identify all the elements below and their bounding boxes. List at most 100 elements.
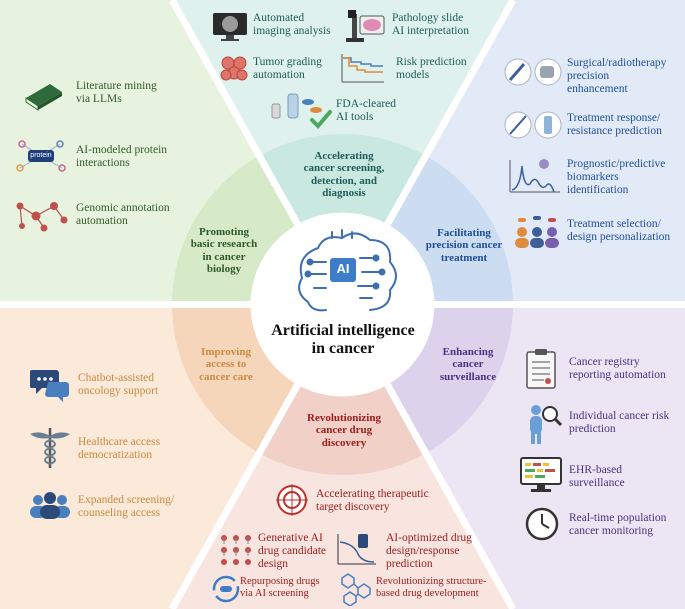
clock-icon <box>525 507 559 541</box>
header-line: basic research <box>190 238 258 251</box>
item-line: EHR-based <box>569 464 623 476</box>
fda-tools-icon <box>271 93 332 129</box>
item-literature-mining: Literature mining via LLMs <box>76 80 157 106</box>
ehr-monitor-icon <box>520 457 562 492</box>
header-screening: Accelerating cancer screening, detection… <box>290 150 398 199</box>
header-line: Accelerating <box>314 150 374 162</box>
header-line: cancer drug <box>315 424 373 437</box>
repurposing-icon <box>212 575 240 603</box>
item-risk-prediction: Risk prediction models <box>396 56 467 82</box>
header-surveillance: Enhancing cancer surveillance <box>426 346 510 383</box>
item-realtime-monitoring: Real-time population cancer monitoring <box>569 512 666 538</box>
item-line: prediction <box>386 557 433 570</box>
item-line: Surgical/radiotherapy <box>567 57 667 69</box>
item-surgical-precision: Surgical/radiotherapy precision enhancem… <box>567 57 666 96</box>
item-expanded-screening: Expanded screening/ counseling access <box>78 494 174 520</box>
item-line: Pathology slide <box>392 12 464 24</box>
header-access: Improving access to cancer care <box>182 346 270 383</box>
treatment-response-icon <box>504 111 562 139</box>
item-line: via LLMs <box>76 92 122 105</box>
biomarker-peaks-icon <box>509 159 560 193</box>
item-tumor-grading: Tumor grading automation <box>253 56 322 82</box>
item-line: Risk prediction <box>396 56 467 68</box>
microscope-icon <box>346 10 385 42</box>
people-group-icon <box>30 492 70 519</box>
item-genomic-annotation: Genomic annotation automation <box>76 202 170 228</box>
header-line: diagnosis <box>322 186 366 199</box>
ai-chip-label: AI <box>336 261 350 276</box>
protein-network-icon <box>16 140 66 172</box>
structure-icon <box>341 573 371 606</box>
item-line: Expanded screening/ <box>78 494 175 506</box>
item-line: imaging analysis <box>253 24 331 37</box>
item-line: democratization <box>78 448 153 461</box>
header-line: treatment <box>440 251 488 264</box>
item-target-discovery: Accelerating therapeutic target discover… <box>316 488 429 514</box>
header-line: precision cancer <box>425 239 503 252</box>
item-line: cancer monitoring <box>569 524 653 537</box>
header-drug-discovery: Revolutionizing cancer drug discovery <box>294 412 394 449</box>
header-basic-research: Promoting basic research in cancer biolo… <box>178 226 270 275</box>
item-fda-cleared: FDA-cleared AI tools <box>336 98 396 124</box>
center-title-line2: in cancer <box>311 339 375 357</box>
ai-brain-circuit-icon <box>298 229 397 312</box>
item-line: drug candidate <box>258 544 327 557</box>
item-line: design/response <box>386 544 460 557</box>
item-line: via AI screening <box>240 587 309 599</box>
drug-response-icon <box>337 534 376 565</box>
header-line: Enhancing <box>442 346 494 358</box>
header-line: biology <box>206 262 242 275</box>
item-line: reporting automation <box>569 368 666 381</box>
header-line: Facilitating <box>437 227 491 239</box>
item-line: identification <box>567 183 629 196</box>
item-line: Treatment selection/ <box>567 218 661 230</box>
item-line: Healthcare access <box>78 436 161 448</box>
item-line: Real-time population <box>569 512 667 524</box>
item-individual-risk: Individual cancer risk prediction <box>569 410 669 436</box>
item-line: automation <box>253 68 305 81</box>
target-icon <box>276 484 308 516</box>
item-biomarkers: Prognostic/predictive biomarkers identif… <box>567 158 665 197</box>
item-line: Individual cancer risk <box>569 410 670 422</box>
item-line: models <box>396 68 430 81</box>
genome-network-icon <box>16 202 68 232</box>
item-line: design personalization <box>567 230 671 243</box>
item-line: counseling access <box>78 506 161 519</box>
item-line: surveillance <box>569 476 625 489</box>
item-structure-based: Revolutionizing structure- based drug de… <box>376 576 487 600</box>
item-line: biomarkers <box>567 170 619 183</box>
header-line: Revolutionizing <box>307 412 381 424</box>
item-line: AI-optimized drug <box>386 532 472 544</box>
item-chatbot-support: Chatbot-assisted oncology support <box>78 372 158 398</box>
item-line: Accelerating therapeutic <box>316 488 429 500</box>
item-imaging-analysis: Automated imaging analysis <box>253 12 331 38</box>
header-line: detection, and <box>311 174 377 187</box>
item-treatment-response: Treatment response/ resistance predictio… <box>567 112 662 138</box>
header-line: cancer <box>452 358 484 371</box>
header-line: surveillance <box>439 370 497 383</box>
ai-chip <box>330 258 356 282</box>
clipboard-icon <box>526 349 556 389</box>
item-line: design <box>258 557 289 570</box>
item-ehr-surveillance: EHR-based surveillance <box>569 464 625 490</box>
item-line: Genomic annotation <box>76 202 170 214</box>
item-line: Chatbot-assisted <box>78 372 155 384</box>
item-line: precision <box>567 69 610 82</box>
item-drug-optimization: AI-optimized drug design/response predic… <box>386 532 472 571</box>
header-line: cancer care <box>199 370 253 383</box>
item-line: Generative AI <box>258 532 323 544</box>
center-title-line1: Artificial intelligence <box>271 322 415 339</box>
book-icon <box>25 84 62 111</box>
item-healthcare-access: Healthcare access democratization <box>78 436 160 462</box>
header-line: access to <box>205 358 247 371</box>
header-line: discovery <box>321 436 367 449</box>
item-line: AI-modeled protein <box>76 144 168 156</box>
chat-bubbles-icon <box>30 370 69 402</box>
item-line: AI tools <box>336 110 374 123</box>
item-line: Repurposing drugs <box>240 576 320 587</box>
item-line: AI interpretation <box>392 24 469 37</box>
molecule-grid-icon <box>221 535 251 565</box>
item-treatment-selection: Treatment selection/ design personalizat… <box>567 218 670 244</box>
header-treatment: Facilitating precision cancer treatment <box>414 227 514 264</box>
item-line: target discovery <box>316 500 390 513</box>
